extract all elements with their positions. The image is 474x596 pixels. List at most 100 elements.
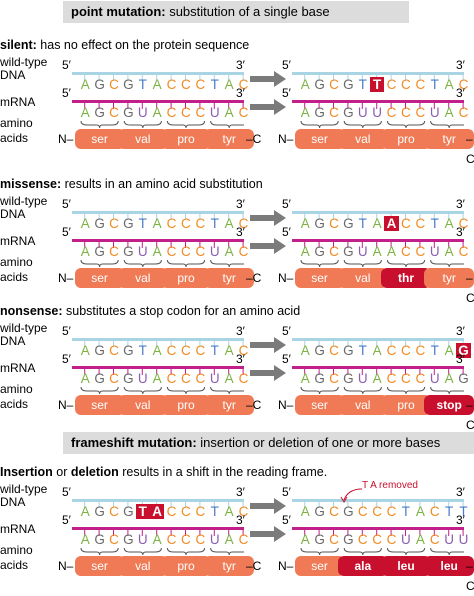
- base-c: C: [109, 532, 119, 547]
- base-c: C: [329, 504, 339, 519]
- base-a: A: [372, 244, 382, 259]
- amino-acid-leu: leu: [424, 556, 474, 576]
- base-u: U: [357, 244, 368, 259]
- c-terminus-label: –C: [466, 271, 474, 305]
- base-u: U: [429, 371, 440, 386]
- base-a: A: [300, 105, 310, 120]
- base-c: C: [166, 343, 177, 358]
- wild-type-label: wild-type: [0, 482, 48, 496]
- base-u: U: [137, 105, 148, 120]
- base-c: C: [415, 244, 426, 259]
- base-a: A: [224, 532, 234, 547]
- amino-acid-pro: pro: [161, 129, 211, 149]
- c-terminus-label: –C: [246, 559, 262, 573]
- five-prime-label: 5′: [282, 513, 291, 527]
- base-c: C: [401, 244, 411, 259]
- base-g: G: [343, 504, 354, 519]
- base-g: G: [314, 532, 325, 547]
- base-c: C: [195, 77, 206, 92]
- five-prime-label: 5′: [282, 352, 291, 366]
- base-g: G: [94, 77, 105, 92]
- base-c: C: [181, 504, 191, 519]
- codon-brace: [80, 120, 119, 128]
- base-c: C: [238, 504, 249, 519]
- base-g: G: [123, 244, 134, 259]
- base-a: A: [224, 371, 234, 386]
- pointer-head: [340, 496, 348, 503]
- mutation-arrow: [250, 71, 286, 87]
- amino-acid-tyr: tyr: [204, 395, 255, 415]
- amino-label: amino: [0, 382, 33, 396]
- base-g: G: [343, 371, 354, 386]
- base-a: A: [387, 244, 397, 259]
- base-c: C: [166, 532, 177, 547]
- base-c: C: [401, 77, 411, 92]
- codon-brace: [300, 386, 339, 394]
- base-t: T: [430, 216, 439, 231]
- codon-brace: [343, 120, 382, 128]
- dna-label: DNA: [0, 207, 26, 221]
- c-terminus-label: –C: [466, 398, 474, 432]
- base-a: A: [444, 371, 454, 386]
- three-prime-label: 3′: [456, 324, 465, 338]
- base-c: C: [166, 216, 177, 231]
- banner-text: substitution of a single base: [165, 4, 330, 19]
- base-c: C: [329, 343, 339, 358]
- pointer-line: [343, 488, 363, 501]
- base-a: A: [372, 343, 382, 358]
- base-t: T: [358, 77, 367, 92]
- base-a: A: [444, 216, 454, 231]
- amino-acid-val: val: [117, 268, 168, 288]
- base-a: A: [224, 105, 234, 120]
- amino-acid-pro: pro: [381, 129, 431, 149]
- base-c: C: [401, 105, 411, 120]
- codon-brace: [123, 120, 162, 128]
- three-prime-label: 3′: [456, 225, 465, 239]
- base-g: G: [94, 105, 105, 120]
- amino-acid-val: val: [337, 395, 388, 415]
- base-t: T: [358, 343, 367, 358]
- n-terminus-label: N–: [58, 132, 74, 146]
- base-c: C: [386, 371, 397, 386]
- base-g: G: [343, 216, 354, 231]
- base-g: G: [123, 105, 134, 120]
- base-u: U: [372, 105, 383, 120]
- mrna-backbone: [72, 527, 244, 530]
- amino-acid-ser: ser: [74, 395, 125, 415]
- mrna-label: mRNA: [0, 95, 36, 109]
- base-a: A: [224, 77, 234, 92]
- five-prime-label: 5′: [282, 485, 291, 499]
- codon-braces: [300, 547, 464, 555]
- n-terminus-label: N–: [58, 398, 74, 412]
- mrna-backbone: [292, 527, 464, 530]
- mrna-backbone: [72, 239, 244, 242]
- section-title-frameshift: Insertion or deletion results in a shift…: [0, 465, 327, 479]
- section-title-bold2: deletion: [70, 465, 119, 479]
- base-u: U: [137, 532, 148, 547]
- section-title-silent: silent: has no effect on the protein seq…: [0, 38, 249, 52]
- mutation-arrow: [250, 210, 286, 226]
- five-prime-label: 5′: [62, 324, 71, 338]
- amino-acid-leu: leu: [381, 556, 431, 576]
- base-g: G: [343, 532, 354, 547]
- dna-base-ticks: [84, 341, 244, 347]
- base-c: C: [458, 77, 469, 92]
- base-c: C: [166, 371, 177, 386]
- mrna-backbone: [72, 100, 244, 103]
- base-c: C: [195, 216, 206, 231]
- codon-brace: [210, 386, 244, 394]
- mrna-base-ticks: [304, 369, 464, 375]
- base-c: C: [386, 77, 397, 92]
- codon-brace: [210, 547, 244, 555]
- c-terminus-label: –C: [246, 398, 262, 412]
- base-g: G: [123, 216, 134, 231]
- amino-acid-pro: pro: [161, 395, 211, 415]
- base-g: G: [343, 343, 354, 358]
- dna-backbone: [292, 338, 464, 341]
- base-a: A: [80, 216, 90, 231]
- mutation-arrow: [250, 337, 286, 353]
- n-terminus-label: N–: [278, 132, 294, 146]
